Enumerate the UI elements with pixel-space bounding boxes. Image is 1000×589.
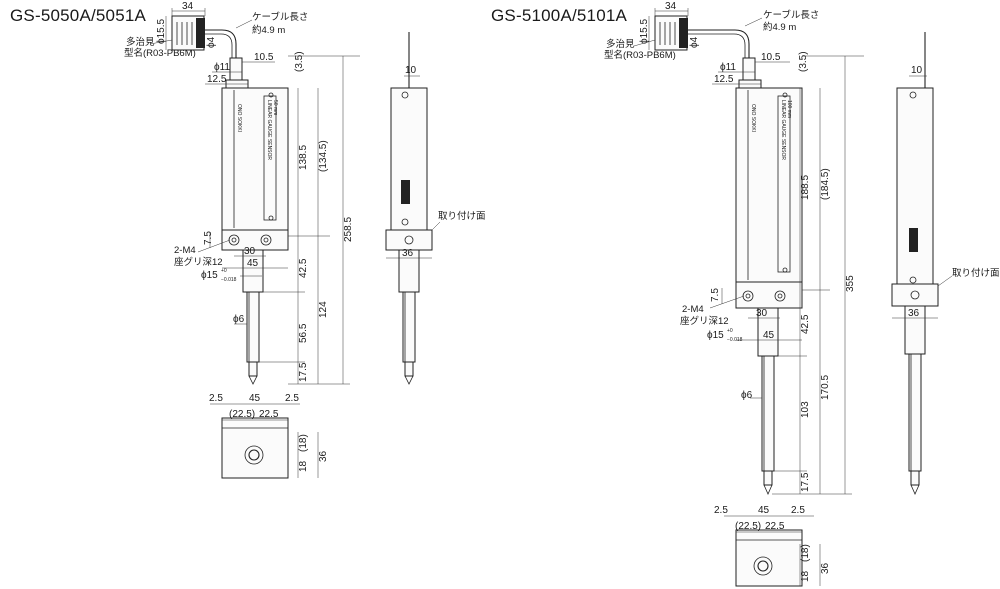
dim-7-5: 7.5 <box>203 231 214 245</box>
dim-3-5: (3.5) <box>798 51 809 72</box>
dim-355: 355 <box>845 275 856 292</box>
bottom-dim-18: 18 <box>298 460 309 472</box>
dim-3-5: (3.5) <box>294 51 305 72</box>
bottom-dim-18: 18 <box>800 570 811 582</box>
dim-30: 30 <box>244 246 256 257</box>
dim-12-5: 12.5 <box>207 74 227 85</box>
dim-138-5: 138.5 <box>298 145 309 170</box>
side-dim-10: 10 <box>405 65 417 76</box>
cable-length-value: 約4.9 m <box>763 21 796 33</box>
stroke-label: 50 mm <box>272 100 278 115</box>
brand-label: ONO SOKKI <box>236 104 242 132</box>
bottom-dim-36: 36 <box>820 562 831 574</box>
dim-124: 124 <box>318 301 329 318</box>
dim-17-5: 17.5 <box>800 472 811 492</box>
bottom-dim-45: 45 <box>758 505 770 516</box>
stroke-label: 100 mm <box>786 100 792 118</box>
bottom-dim-22-5: 22.5 <box>765 521 785 532</box>
title-left: GS-5050A/5051A <box>10 6 147 25</box>
dim-42-5: 42.5 <box>800 314 811 334</box>
phi15-tol-down: −0.018 <box>727 337 743 343</box>
cable <box>205 29 237 58</box>
product-label: LINEAR GAUGE SENSOR <box>266 100 272 160</box>
dim-phi4: ϕ4 <box>689 36 700 48</box>
title-right: GS-5100A/5101A <box>491 6 628 25</box>
dim-phi15-5: ϕ15.5 <box>156 18 167 44</box>
dim-10-5: 10.5 <box>254 52 274 63</box>
mount-face-label: 取り付け面 <box>952 268 1000 279</box>
dim-45: 45 <box>247 258 259 269</box>
dim-45: 45 <box>763 330 775 341</box>
side-dim-36: 36 <box>908 308 920 319</box>
cable-length-label: ケーブル長さ <box>763 9 819 21</box>
dim-12-5: 12.5 <box>714 74 734 85</box>
cable-length-label: ケーブル長さ <box>252 11 308 23</box>
dim-17-5: 17.5 <box>298 362 309 382</box>
dim-phi6: ϕ6 <box>741 390 753 401</box>
dim-184-5: (184.5) <box>820 168 831 200</box>
dim-phi11: ϕ11 <box>214 62 230 73</box>
side-label-plate <box>909 228 918 252</box>
mount-face-label: 取り付け面 <box>438 211 486 222</box>
bottom-dim-18-paren: (18) <box>298 434 309 452</box>
connector-model: 型名(R03-PB6M) <box>124 47 196 59</box>
right-side-view: 10 36 取り付け面 <box>891 32 1000 495</box>
dim-phi4: ϕ4 <box>206 36 217 48</box>
side-label-plate <box>401 180 410 204</box>
dim-258-5: 258.5 <box>343 217 354 242</box>
connector-label: 多治見 <box>606 38 635 50</box>
bottom-dim-2-5-b: 2.5 <box>791 505 805 516</box>
sensor-body <box>735 87 803 283</box>
bottom-dim-2-5-a: 2.5 <box>209 393 223 404</box>
counterbore-label: 座グリ深12 <box>174 256 223 268</box>
dim-30: 30 <box>756 308 768 319</box>
dim-188-5: 188.5 <box>800 175 811 200</box>
dim-34: 34 <box>182 1 194 12</box>
bottom-dim-22-5-paren: (22.5) <box>229 409 255 420</box>
left-bottom-view: 2.5 45 2.5 (22.5) 22.5 (18) 18 36 <box>209 393 329 479</box>
bottom-dim-22-5: 22.5 <box>259 409 279 420</box>
right-front-view: ONO SOKKI LINEAR GAUGE SENSOR 100 mm 34 … <box>604 1 864 495</box>
dim-56-5: 56.5 <box>298 323 309 343</box>
product-label: LINEAR GAUGE SENSOR <box>780 100 786 160</box>
bottom-dim-2-5-b: 2.5 <box>285 393 299 404</box>
m4-label: 2-M4 <box>682 304 704 315</box>
connector-label: 多治見 <box>126 36 155 48</box>
dim-170-5: 170.5 <box>820 375 831 400</box>
bottom-dim-36: 36 <box>318 450 329 462</box>
brand-label: ONO SOKKI <box>750 104 756 132</box>
counterbore-label: 座グリ深12 <box>680 315 729 327</box>
left-side-view: 10 36 取り付け面 <box>385 32 486 385</box>
side-dim-10: 10 <box>911 65 923 76</box>
bottom-dim-2-5-a: 2.5 <box>714 505 728 516</box>
phi15-tol-up: +0 <box>221 268 227 274</box>
phi15-label: ϕ15 <box>201 270 218 281</box>
phi15-tol-down: −0.018 <box>221 277 237 283</box>
dim-phi11: ϕ11 <box>720 62 736 73</box>
m4-label: 2-M4 <box>174 245 196 256</box>
dim-103: 103 <box>800 401 811 418</box>
dim-34: 34 <box>665 1 677 12</box>
dim-7-5: 7.5 <box>710 288 721 302</box>
phi15-tol-up: +0 <box>727 328 733 334</box>
sensor-body <box>221 87 289 231</box>
bottom-dim-22-5-paren: (22.5) <box>735 521 761 532</box>
bottom-dim-45: 45 <box>249 393 261 404</box>
phi15-label: ϕ15 <box>707 330 724 341</box>
dim-42-5: 42.5 <box>298 258 309 278</box>
dim-134-5: (134.5) <box>318 140 329 172</box>
dim-phi6: ϕ6 <box>233 314 245 325</box>
connector-model: 型名(R03-PB6M) <box>604 49 676 61</box>
dim-10-5: 10.5 <box>761 52 781 63</box>
cable-length-value: 約4.9 m <box>252 24 285 36</box>
right-bottom-view: 2.5 45 2.5 (22.5) 22.5 (18) 18 36 <box>714 505 831 587</box>
bottom-dim-18-paren: (18) <box>800 544 811 562</box>
connector-clamp <box>196 18 205 48</box>
side-dim-36: 36 <box>402 248 414 259</box>
left-front-view: ONO SOKKI LINEAR GAUGE SENSOR 50 mm 34 ϕ… <box>124 1 360 385</box>
dim-phi15-5: ϕ15.5 <box>639 18 650 44</box>
